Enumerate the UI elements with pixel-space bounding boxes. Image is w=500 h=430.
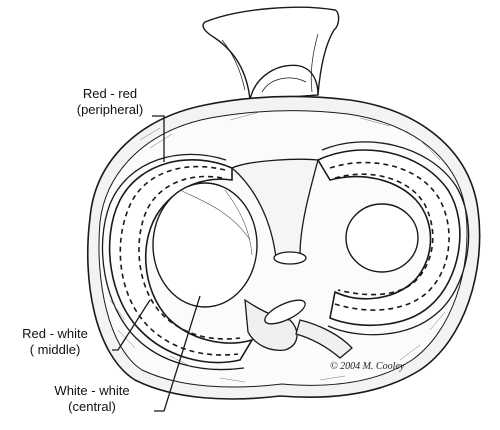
shading-hatch xyxy=(109,111,446,383)
label-white-white-line2: (central) xyxy=(68,399,116,414)
lateral-meniscus xyxy=(316,141,470,336)
leader-lines xyxy=(112,115,201,412)
leader-white-white xyxy=(154,295,201,412)
label-white-white-line1: White - white xyxy=(54,383,130,398)
copyright-text: © 2004 M. Cooley xyxy=(330,361,405,372)
label-red-red-line2: (peripheral) xyxy=(76,102,144,117)
label-red-white-line2: ( middle) xyxy=(29,342,81,357)
label-white-white: White - white (central) xyxy=(30,383,154,415)
cruciate-ligaments xyxy=(230,158,353,359)
leader-red-white xyxy=(112,299,151,351)
medial-articular-surface xyxy=(152,182,258,308)
lateral-articular-surface xyxy=(345,203,419,273)
medial-meniscus xyxy=(101,153,254,371)
patellar-tendon xyxy=(202,6,340,101)
label-red-red-line1: Red - red xyxy=(82,86,138,101)
label-red-white-line1: Red - white xyxy=(22,326,88,341)
label-red-red: Red - red (peripheral) xyxy=(60,86,160,118)
leader-red-red xyxy=(152,115,165,162)
label-red-white: Red - white ( middle) xyxy=(0,326,110,358)
